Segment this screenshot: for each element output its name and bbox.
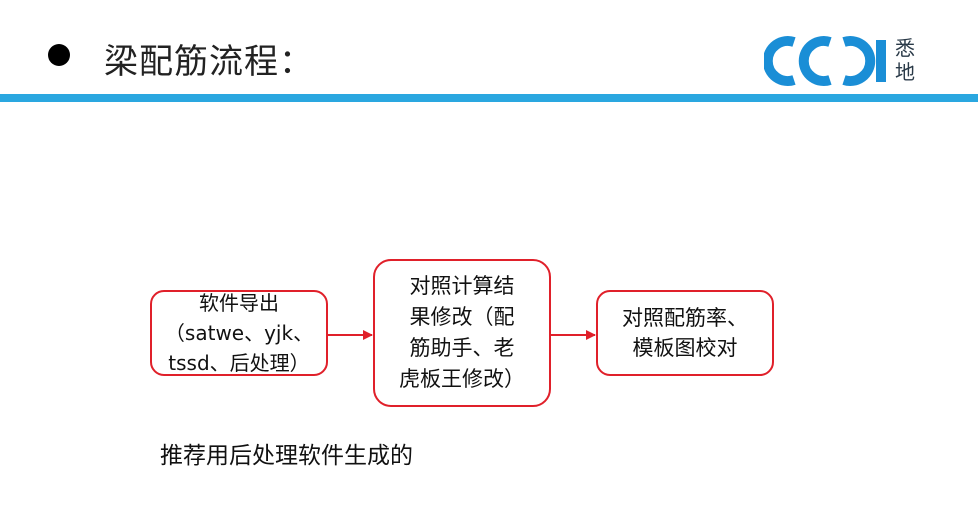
logo-i <box>876 40 886 82</box>
logo-c2 <box>798 36 832 86</box>
flow-step-check-label: 对照配筋率、 模板图校对 <box>622 306 748 360</box>
logo-text-line2: 地 <box>895 60 915 84</box>
logo-c1 <box>764 36 796 86</box>
flow-step-modify: 对照计算结 果修改（配 筋助手、老 虎板王修改） <box>373 259 551 407</box>
ccdi-logo <box>764 36 886 86</box>
flow-step-modify-label: 对照计算结 果修改（配 筋助手、老 虎板王修改） <box>399 274 525 391</box>
flow-step-check: 对照配筋率、 模板图校对 <box>596 290 774 376</box>
header-rule <box>0 94 978 102</box>
logo-text-line1: 悉 <box>895 36 915 60</box>
logo-text: 悉 地 <box>892 36 918 84</box>
flow-step-export-label: 软件导出 （satwe、yjk、 tssd、后处理） <box>164 291 314 375</box>
flow-step-export: 软件导出 （satwe、yjk、 tssd、后处理） <box>150 290 328 376</box>
title-bullet <box>48 44 70 66</box>
logo-d <box>842 36 876 86</box>
page-title: 梁配筋流程： <box>104 42 314 82</box>
recommendation-note: 推荐用后处理软件生成的 <box>160 443 413 469</box>
